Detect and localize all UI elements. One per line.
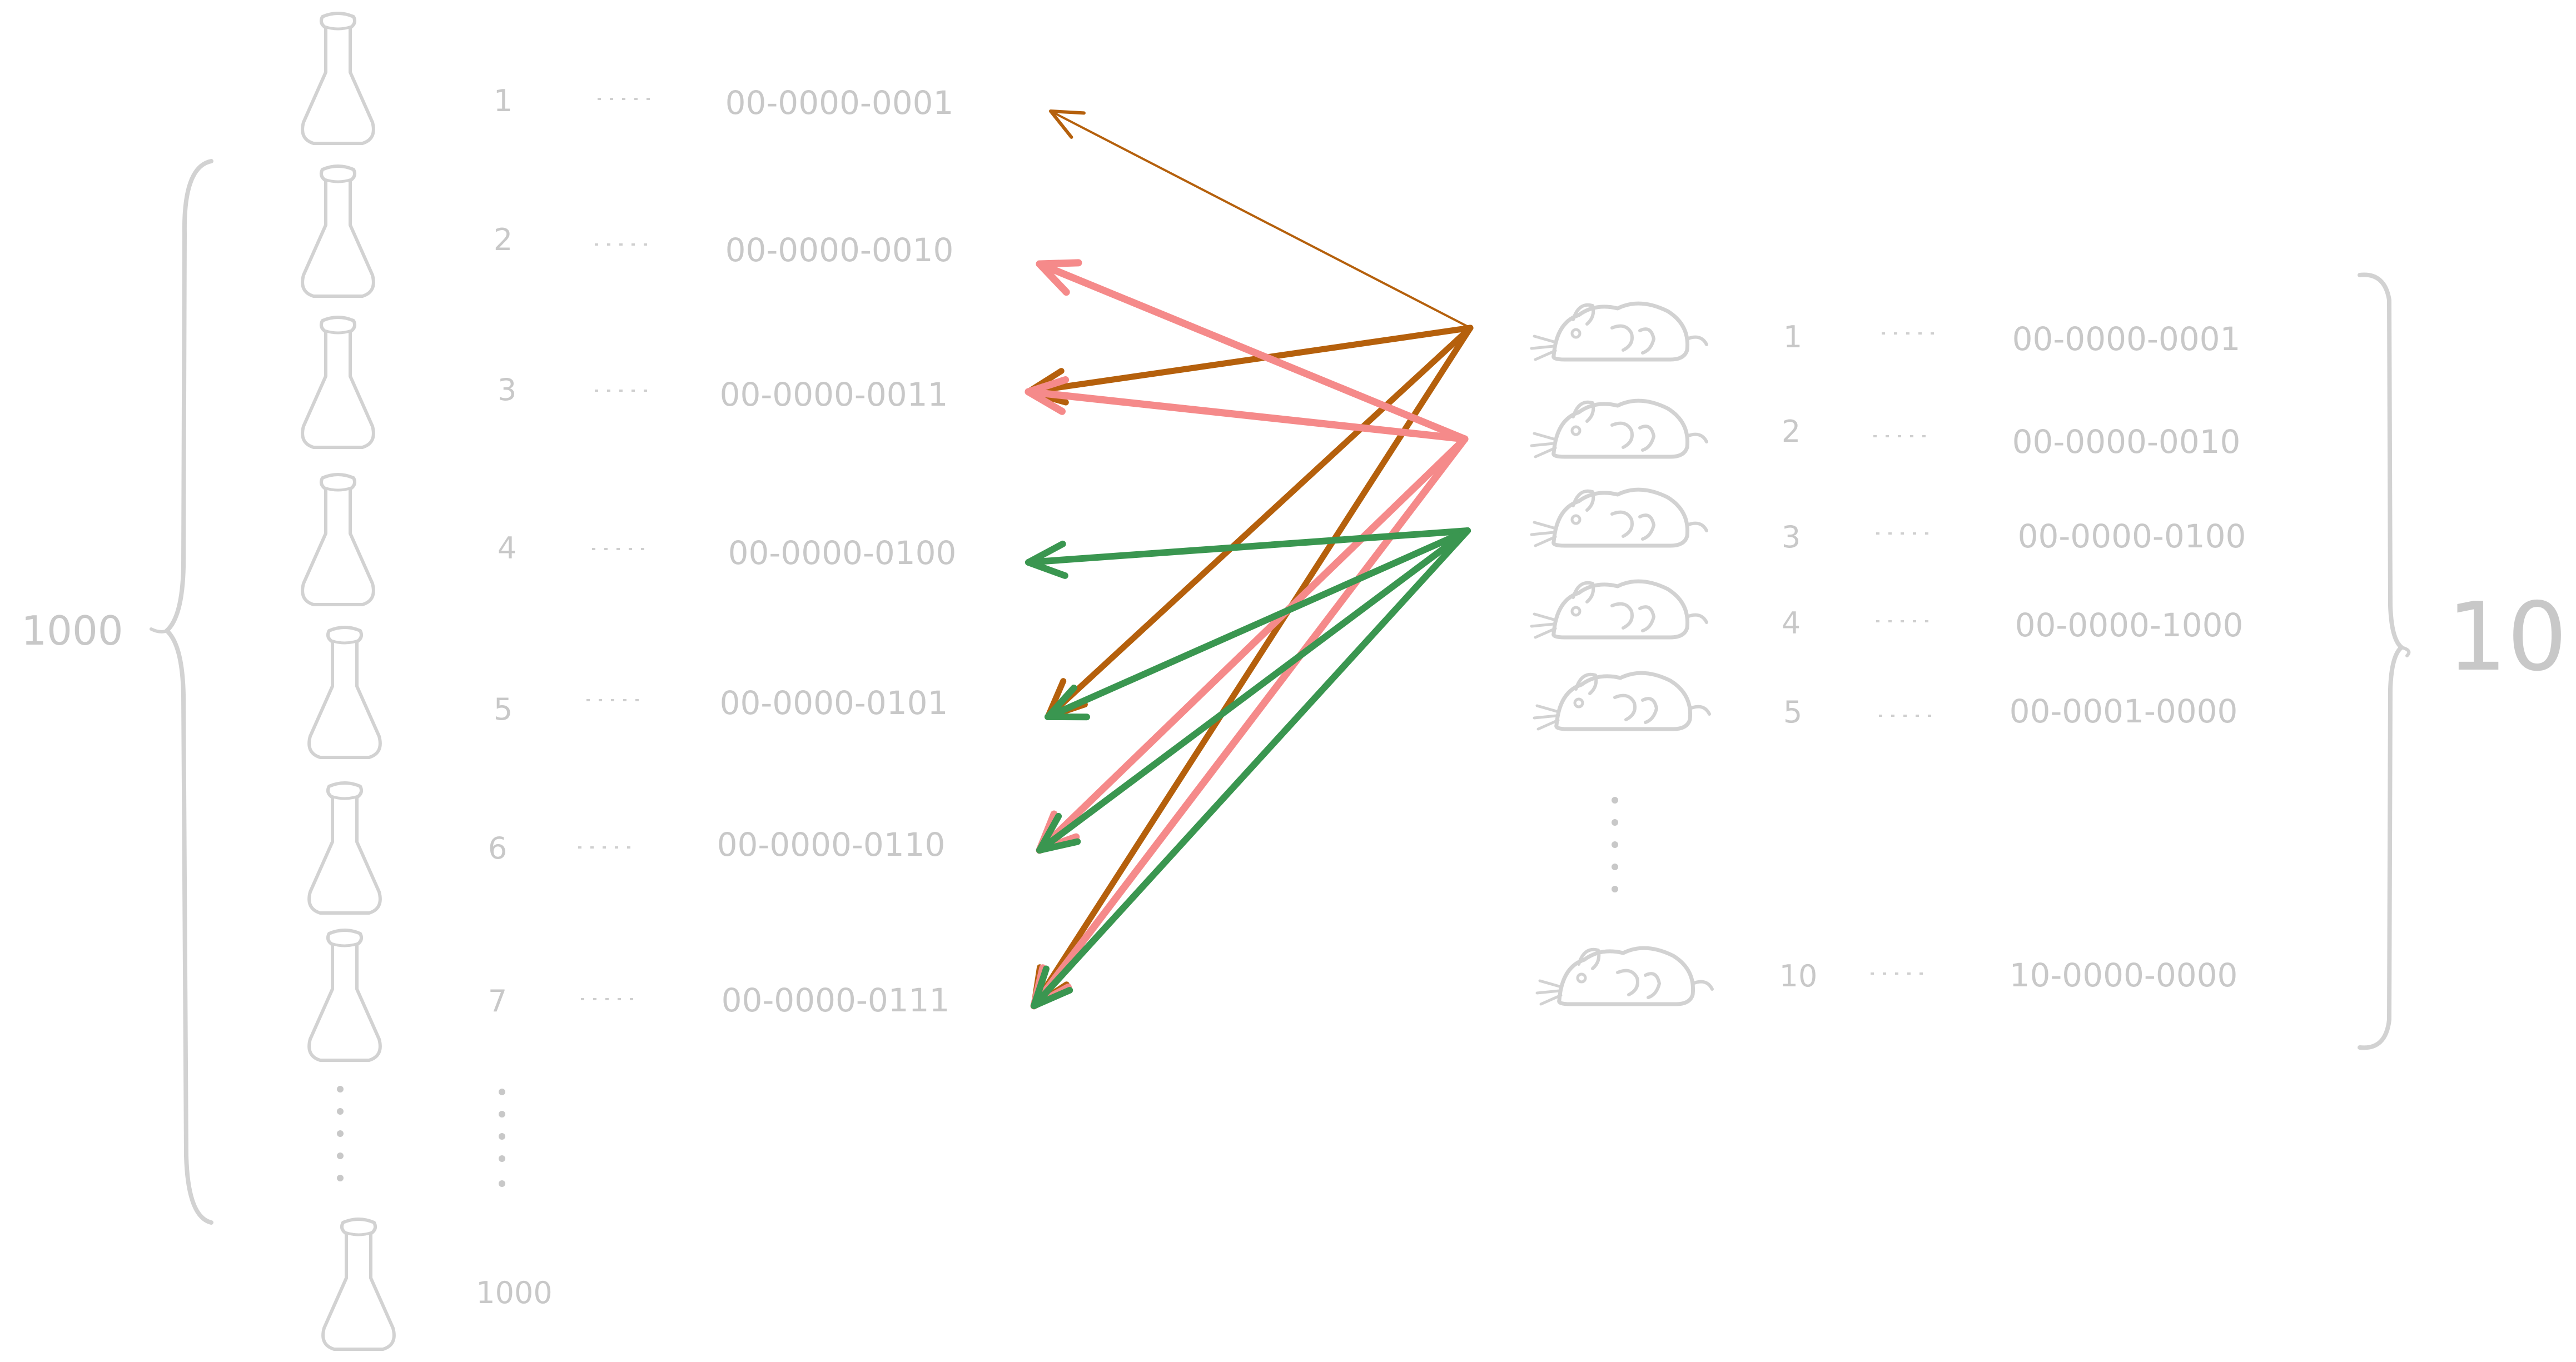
right-row: 10 10-0000-0000 <box>1779 956 2238 994</box>
right-brace <box>2358 272 2404 1050</box>
left-row-index: 7 <box>488 984 507 1019</box>
mouse-icon <box>1534 673 1709 729</box>
arrow-mouse-3-to-bottle-6 <box>1036 527 1471 854</box>
mouse-column <box>1531 303 1712 1004</box>
right-row-code: 10-0000-0000 <box>2010 956 2238 994</box>
arrow-mouse-3-to-bottle-5 <box>1045 527 1471 721</box>
mouse-icon <box>1531 401 1707 457</box>
right-row-code: 00-0000-1000 <box>2015 606 2244 644</box>
left-last-index: 1000 <box>476 1275 552 1310</box>
left-row-index: 4 <box>498 531 516 566</box>
left-count-label: 1000 <box>21 607 123 654</box>
arrow-mouse-2-to-bottle-3 <box>1025 376 1469 443</box>
mouse-icon <box>1531 303 1707 360</box>
arrow-mouse-2-to-bottle-6 <box>1036 435 1469 854</box>
flask-icon <box>323 1219 394 1349</box>
right-row-index: 4 <box>1782 606 1801 641</box>
mouse-icon <box>1531 490 1707 546</box>
left-row: 6 00-0000-0110 <box>488 826 946 866</box>
left-row-index: 3 <box>498 372 516 407</box>
arrow-mouse-3-to-bottle-7 <box>1031 527 1471 1009</box>
left-row: 5 00-0000-0101 <box>494 684 948 727</box>
left-row: 4 00-0000-0100 <box>498 531 957 572</box>
right-row-code: 00-0000-0100 <box>2018 517 2246 555</box>
right-row-index: 10 <box>1779 959 1818 994</box>
right-row: 1 00-0000-0001 <box>1783 320 2241 358</box>
left-row-code: 00-0000-0111 <box>722 981 950 1019</box>
right-count-label: 10 <box>2447 582 2567 692</box>
arrow-mouse-2-to-bottle-2 <box>1036 259 1469 443</box>
right-row-index: 1 <box>1783 320 1802 355</box>
flask-icon <box>309 627 380 757</box>
flask-column <box>302 13 394 1349</box>
left-row-index: 5 <box>494 692 513 727</box>
arrow-layer <box>1025 109 1474 1010</box>
left-brace <box>165 159 213 1225</box>
right-row: 4 00-0000-1000 <box>1782 606 2244 644</box>
left-row-code: 00-0000-0010 <box>725 231 954 269</box>
left-row-code: 00-0000-0101 <box>720 684 948 722</box>
flask-icon <box>302 166 374 296</box>
left-row: 7 00-0000-0111 <box>488 981 950 1019</box>
left-row-code: 00-0000-0110 <box>717 826 946 864</box>
left-row-index: 2 <box>494 222 513 257</box>
left-row: 3 00-0000-0011 <box>498 372 948 413</box>
mouse-icon <box>1531 581 1707 637</box>
right-row-code: 00-0001-0000 <box>2010 692 2238 730</box>
right-row: 2 00-0000-0010 <box>1782 414 2241 461</box>
left-row: 1 00-0000-0001 <box>494 83 954 122</box>
right-row: 3 00-0000-0100 <box>1782 517 2246 555</box>
flask-icon <box>302 317 374 447</box>
right-row: 5 00-0001-0000 <box>1783 692 2238 730</box>
mouse-icon <box>1537 948 1712 1004</box>
flask-icon <box>302 13 374 143</box>
right-row-index: 2 <box>1782 414 1801 449</box>
flask-icon <box>309 783 380 913</box>
left-count-tick <box>150 627 168 633</box>
right-row-code: 00-0000-0010 <box>2012 423 2241 461</box>
right-row-index: 3 <box>1782 520 1801 555</box>
right-row-code: 00-0000-0001 <box>2012 320 2241 358</box>
flask-ellipsis <box>337 1086 505 1187</box>
left-row-code: 00-0000-0011 <box>720 376 948 413</box>
arrow-mouse-1-to-bottle-1 <box>1049 109 1471 329</box>
flask-icon <box>309 930 380 1060</box>
left-row-index: 1 <box>494 83 513 118</box>
left-row-index: 6 <box>488 831 507 866</box>
flask-icon <box>302 475 374 605</box>
mouse-ellipsis <box>1612 797 1618 892</box>
left-row-code: 00-0000-0100 <box>728 534 957 572</box>
arrow-mouse-3-to-bottle-4 <box>1025 527 1471 579</box>
left-row: 2 00-0000-0010 <box>494 222 954 269</box>
right-row-index: 5 <box>1783 695 1802 730</box>
arrow-mouse-2-to-bottle-7 <box>1030 435 1469 1010</box>
left-row-code: 00-0000-0001 <box>725 84 954 122</box>
